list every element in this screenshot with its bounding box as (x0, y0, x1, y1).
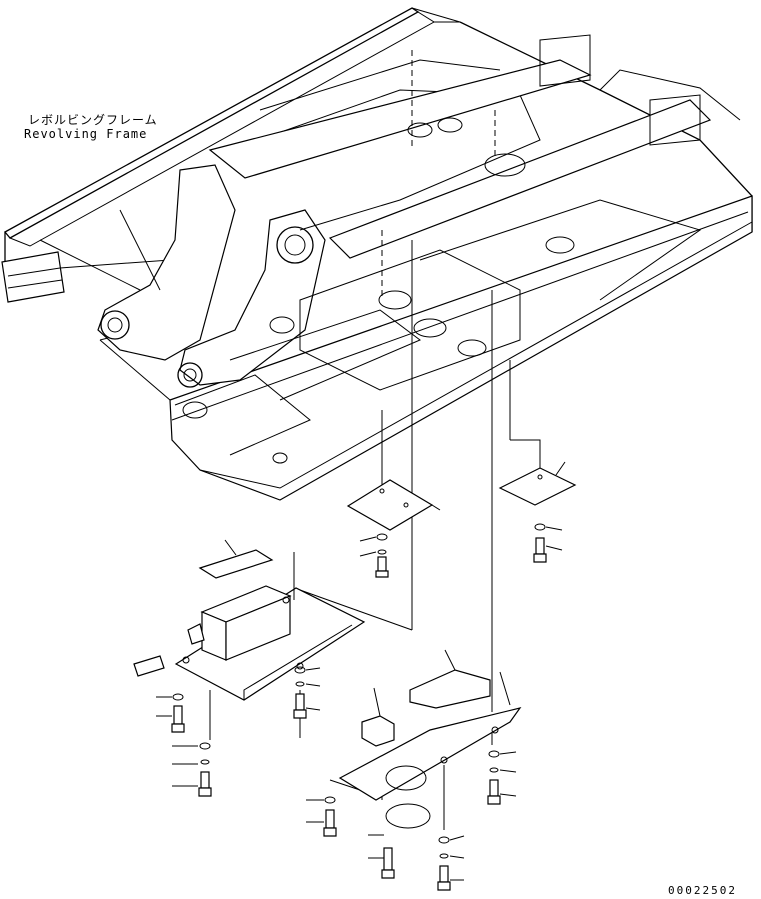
assembly-lines (209, 50, 541, 830)
battery-box (200, 552, 295, 661)
frame-name-japanese: レボルビングフレーム (28, 113, 158, 127)
cover-plate-bottom (338, 707, 522, 829)
revolving-frame (1, 7, 753, 501)
frame-name-english: Revolving Frame (24, 127, 148, 141)
small-plate-top (198, 539, 274, 579)
cover-plate-center (346, 479, 441, 531)
cover-plate-right (498, 461, 577, 506)
rubber-block-large (409, 649, 511, 709)
bolts-and-washers (133, 523, 563, 891)
rubber-block-small (361, 687, 395, 747)
drawing-code: 00022502 (668, 884, 737, 897)
